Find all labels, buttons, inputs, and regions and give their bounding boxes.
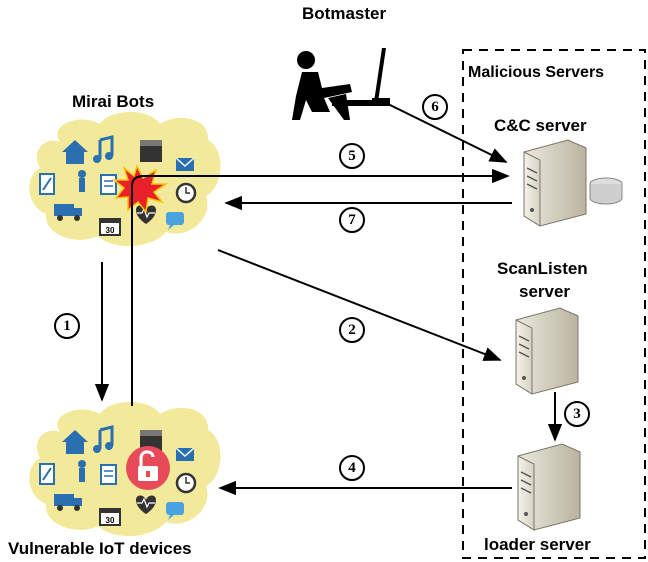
alarm-clock-icon xyxy=(175,472,197,494)
music-note-icon xyxy=(93,425,114,453)
heart-rate-icon xyxy=(136,205,156,224)
device-icons-bottom: 30 xyxy=(39,425,197,526)
scanlisten-label-line2: server xyxy=(519,282,571,301)
arrow-step-5 xyxy=(131,168,510,406)
arrow-step-6 xyxy=(387,103,508,163)
malicious-servers-box xyxy=(462,49,646,559)
envelope-icon xyxy=(175,447,195,461)
loader-server-icon xyxy=(517,443,581,531)
truck-icon xyxy=(54,204,82,221)
step-1-badge: 1 xyxy=(54,313,80,339)
clipboard-icon xyxy=(100,464,117,485)
step-3-badge: 3 xyxy=(564,401,590,427)
scanlisten-server-icon xyxy=(515,307,579,395)
vulnerable-devices-label: Vulnerable IoT devices xyxy=(8,539,192,558)
person-icon xyxy=(78,460,86,482)
step-2-badge: 2 xyxy=(339,317,365,343)
mirai-bots-label: Mirai Bots xyxy=(72,92,155,111)
envelope-icon xyxy=(175,157,195,171)
vulnerable-devices-cloud xyxy=(29,402,221,537)
chat-bubble-icon xyxy=(166,212,184,230)
mirai-bots-cloud xyxy=(29,112,221,247)
calendar-icon xyxy=(99,218,121,236)
thermometer-icon xyxy=(39,173,55,195)
scanlisten-label-line1: ScanListen xyxy=(497,259,588,278)
music-note-icon xyxy=(93,135,114,163)
loader-server-label: loader server xyxy=(484,535,591,554)
clipboard-icon xyxy=(100,174,117,195)
step-6-badge: 6 xyxy=(422,94,448,120)
unlocked-lock-icon xyxy=(126,446,170,490)
thermometer-icon xyxy=(39,463,55,485)
cnc-server-label: C&C server xyxy=(494,116,587,135)
person-icon xyxy=(78,170,86,192)
calendar-icon xyxy=(99,508,121,526)
cnc-server-icon xyxy=(523,139,623,227)
step-5-badge: 5 xyxy=(339,143,365,169)
chat-bubble-icon xyxy=(166,502,184,520)
malicious-servers-label: Malicious Servers xyxy=(468,64,605,81)
device-icons-top: 30 xyxy=(39,135,197,236)
clapperboard-icon xyxy=(140,140,162,162)
botmaster-icon xyxy=(292,48,390,120)
calendar-number: 30 xyxy=(106,226,115,235)
arrow-step-2 xyxy=(217,249,502,361)
step-7-badge: 7 xyxy=(339,207,365,233)
explosion-icon xyxy=(111,163,169,214)
house-icon xyxy=(62,430,88,454)
alarm-clock-icon xyxy=(175,182,197,204)
calendar-number: 30 xyxy=(106,516,115,525)
house-icon xyxy=(62,140,88,164)
step-4-badge: 4 xyxy=(339,455,365,481)
truck-icon xyxy=(54,494,82,511)
botmaster-label: Botmaster xyxy=(302,4,387,23)
heart-rate-icon xyxy=(136,495,156,514)
